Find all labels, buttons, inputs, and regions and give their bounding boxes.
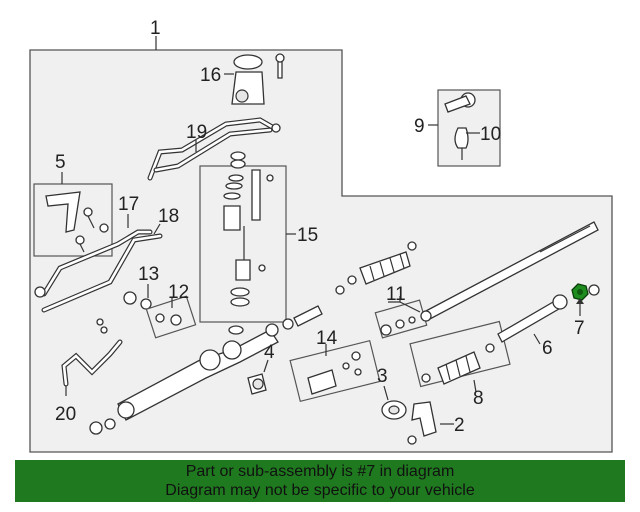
return-line-icon bbox=[147, 117, 281, 181]
callout-10[interactable]: 10 bbox=[480, 124, 501, 145]
callout-4[interactable]: 4 bbox=[264, 342, 275, 363]
callout-14[interactable]: 14 bbox=[316, 328, 338, 349]
notice-line-2: Diagram may not be specific to your vehi… bbox=[165, 482, 475, 499]
rack-shaft-icon bbox=[420, 221, 599, 322]
steering-gear-housing-icon bbox=[89, 305, 323, 435]
callout-17[interactable]: 17 bbox=[118, 194, 139, 215]
mount-bushing-icon bbox=[155, 313, 182, 326]
callout-18[interactable]: 18 bbox=[158, 206, 179, 227]
callout-6[interactable]: 6 bbox=[542, 338, 553, 359]
callout-7[interactable]: 7 bbox=[574, 318, 585, 339]
callout-8[interactable]: 8 bbox=[473, 388, 484, 409]
callout-16[interactable]: 16 bbox=[200, 65, 221, 86]
feed-line-icon bbox=[61, 318, 123, 387]
bracket-icon bbox=[45, 191, 109, 253]
callout-13[interactable]: 13 bbox=[138, 264, 159, 285]
tie-rod-end-icon bbox=[444, 92, 476, 160]
parts-diagram: 1 9 10 5 17 18 19 bbox=[29, 18, 613, 453]
notice-line-1: Part or sub-assembly is #7 in diagram bbox=[185, 463, 455, 480]
callout-1[interactable]: 1 bbox=[150, 18, 161, 39]
valve-housing-icon bbox=[231, 53, 285, 105]
callout-3[interactable]: 3 bbox=[377, 366, 388, 387]
seal-kit-icon bbox=[380, 316, 416, 336]
boot-kit-icon bbox=[307, 351, 362, 395]
clamp-icon bbox=[407, 401, 437, 445]
pressure-pipe-icon bbox=[34, 229, 163, 313]
callout-19[interactable]: 19 bbox=[186, 122, 207, 143]
callout-11[interactable]: 11 bbox=[386, 284, 406, 305]
inset-12 bbox=[145, 295, 197, 339]
callout-20[interactable]: 20 bbox=[55, 404, 76, 425]
inner-tie-rod-boot-icon bbox=[335, 241, 417, 295]
pinion-seal-icon bbox=[381, 400, 407, 420]
inner-tie-rod-icon bbox=[497, 294, 568, 343]
callout-15[interactable]: 15 bbox=[297, 225, 318, 246]
notice-banner: Part or sub-assembly is #7 in diagram Di… bbox=[15, 460, 625, 502]
callout-2[interactable]: 2 bbox=[454, 415, 465, 436]
valve-kit-icon bbox=[223, 151, 274, 335]
callout-5[interactable]: 5 bbox=[55, 152, 66, 173]
clamp-bushing-icon bbox=[247, 373, 267, 395]
inset-8 bbox=[409, 320, 511, 388]
callout-9[interactable]: 9 bbox=[414, 116, 425, 137]
rack-boot-icon bbox=[421, 343, 495, 385]
lock-nut-icon[interactable] bbox=[571, 283, 589, 301]
callout-12[interactable]: 12 bbox=[168, 282, 189, 303]
